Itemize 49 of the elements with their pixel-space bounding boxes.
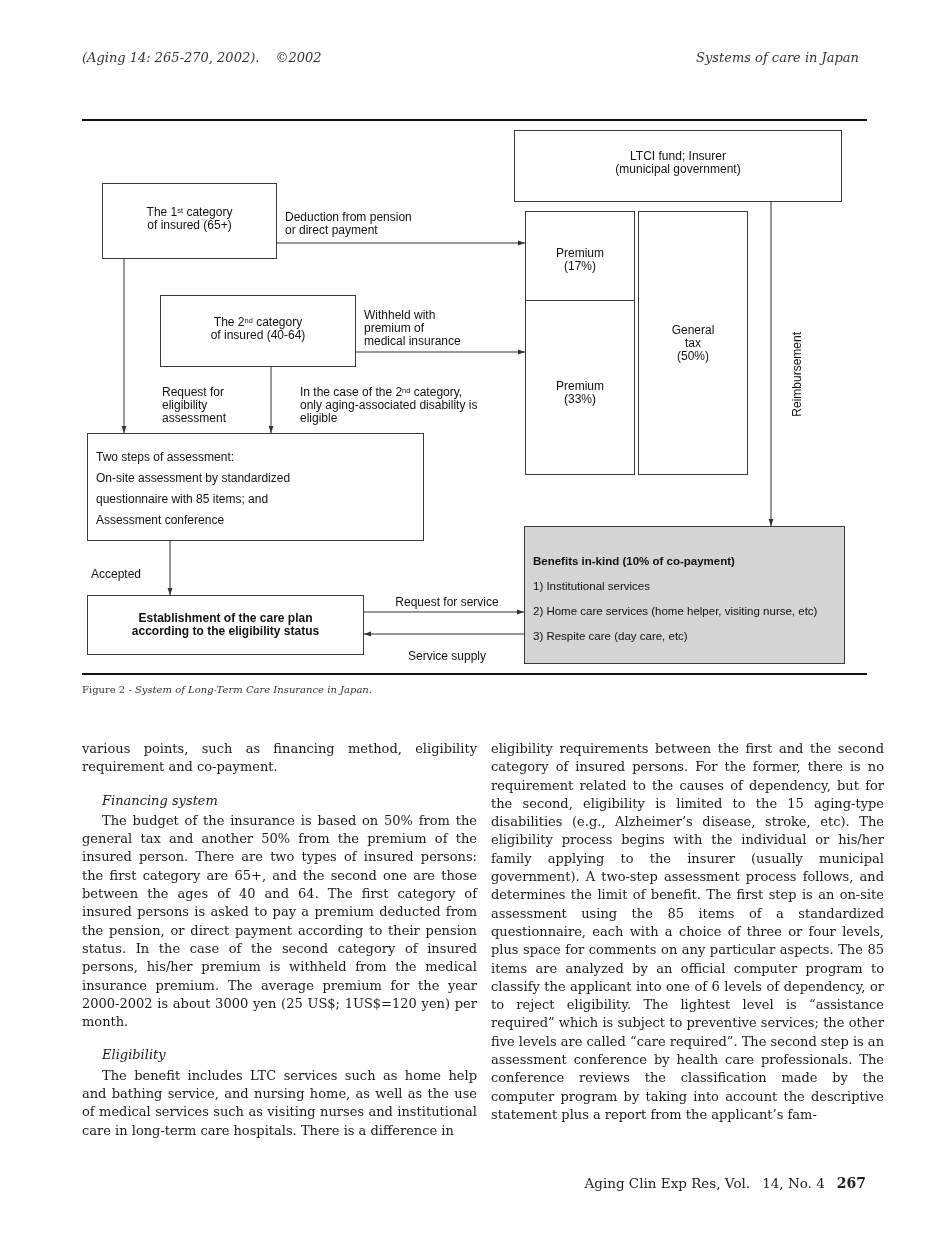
figure-caption: Figure 2 - System of Long-Term Care Insurance in Japan. — [82, 684, 372, 695]
running-head: ©2002 — [275, 50, 322, 65]
list-item: 1) Institutional services — [533, 579, 650, 594]
arrow — [363, 609, 525, 615]
care-plan-box — [87, 595, 364, 655]
arrow — [355, 349, 526, 355]
body-paragraph: The benefit includes LTC services such as home help and bathing service, and nursing home, as well as the use of medical services such as visiting nurses and institutional care in long-term care hospitals. There is a difference in — [82, 1066, 477, 1140]
section-heading: Financing system — [101, 791, 219, 810]
funding-cell — [525, 300, 635, 475]
assessment-step: On-site assessment by standardized questionnaire with 85 items; and — [96, 468, 311, 510]
body-paragraph: eligibility requirements between the first and the second category of insured persons. For the former, there is no requirement related to the causes of dependency, but for the second, eligibility is limited to the 15 aging-type disabilities (e.g., Alzheimer’s disease, stroke, etc). The eligibility process begins with the individual or his/her family applying to the insurer (usually municipal government). A two-step assessment process follows, and determines the limit of benefit. The first step is an on-site assessment using the 85 items of a standardized questionnaire, each with a choice of three or four levels, plus space for comments on any particular aspects. The 85 items are analyzed by an official computer program to classify the applicant into one of 6 levels of dependency, or to reject eligibility. The lightest level is “assistance required” which is subject to preventive services; the other five levels are called “care required”. The second step is an assessment conference by health care professionals. The conference reviews the classification made by the computer program by taking into account the descriptive statement plus a report from the applicant’s fam- — [491, 740, 884, 1124]
arrow — [768, 201, 774, 527]
journal-footer: Aging Clin Exp Res, Vol. — [584, 1175, 751, 1191]
funding-cell — [638, 211, 748, 475]
running-head: Systems of care in Japan — [696, 50, 859, 65]
running-head: (Aging 14: 265-270, 2002). — [82, 50, 260, 65]
arrow — [363, 631, 525, 637]
list-item: 2) Home care services (home helper, visiting nurse, etc) — [533, 604, 818, 619]
benefits-panel — [524, 526, 845, 664]
body-paragraph: The budget of the insurance is based on 50% from the general tax and another 50% from the premium of the insured person. There are two types of insured persons: the first category are 65+, and the second one are those between the ages of 40 and 64. The first category of insured persons is asked to pay a premium deducted from the pension, or direct payment according to their pension status. In the case of the second category of insured persons, his/her premium is withheld from the medical insurance premium. The average premium for the year 2000-2002 is about 3000 yen (25 US$; 1US$=120 yen) per month. — [82, 811, 477, 1032]
arrow — [276, 240, 526, 246]
arrow — [268, 366, 274, 434]
node-text: Establishment of the care plan according to the eligibility status — [130, 612, 321, 638]
node-text: General tax (50%) — [670, 323, 716, 363]
funding-cell — [525, 211, 635, 301]
assessment-heading: Two steps of assessment: — [96, 449, 235, 466]
node-text: The 2$^{nd}$ category of insured (40-64) — [209, 316, 307, 342]
journal-footer: 14, No. 4 — [762, 1175, 825, 1191]
edge-label: Service supply — [408, 650, 486, 663]
node-text: Premium (33%) — [555, 379, 605, 406]
edge-label: Accepted — [91, 568, 142, 581]
body-paragraph: various points, such as financing method, eligibility requirement and co-payment. — [82, 740, 477, 777]
fund-box — [514, 130, 842, 202]
node-text: LTCI fund; Insurer (municipal government) — [614, 150, 742, 176]
edge-label: Reimbursement — [791, 332, 804, 417]
node-text: The 1$^{st}$ category of insured (65+) — [145, 206, 234, 232]
section-heading: Eligibility — [101, 1046, 167, 1065]
assessment-box — [87, 433, 424, 541]
panel-heading: Benefits in-kind (10% of co-payment) — [533, 554, 735, 569]
category-box — [102, 183, 277, 259]
page-number: 267 — [836, 1175, 866, 1191]
arrow — [121, 258, 127, 434]
arrow — [167, 540, 173, 596]
category-box — [160, 295, 356, 367]
assessment-step: Assessment conference — [96, 510, 225, 531]
edge-label: Request for service — [395, 596, 499, 609]
edge-label: In the case of the 2$^{nd}$ category, only aging-associated disability is eligible — [300, 386, 478, 425]
node-text: Premium (17%) — [555, 247, 605, 273]
list-item: 3) Respite care (day care, etc) — [533, 629, 688, 644]
